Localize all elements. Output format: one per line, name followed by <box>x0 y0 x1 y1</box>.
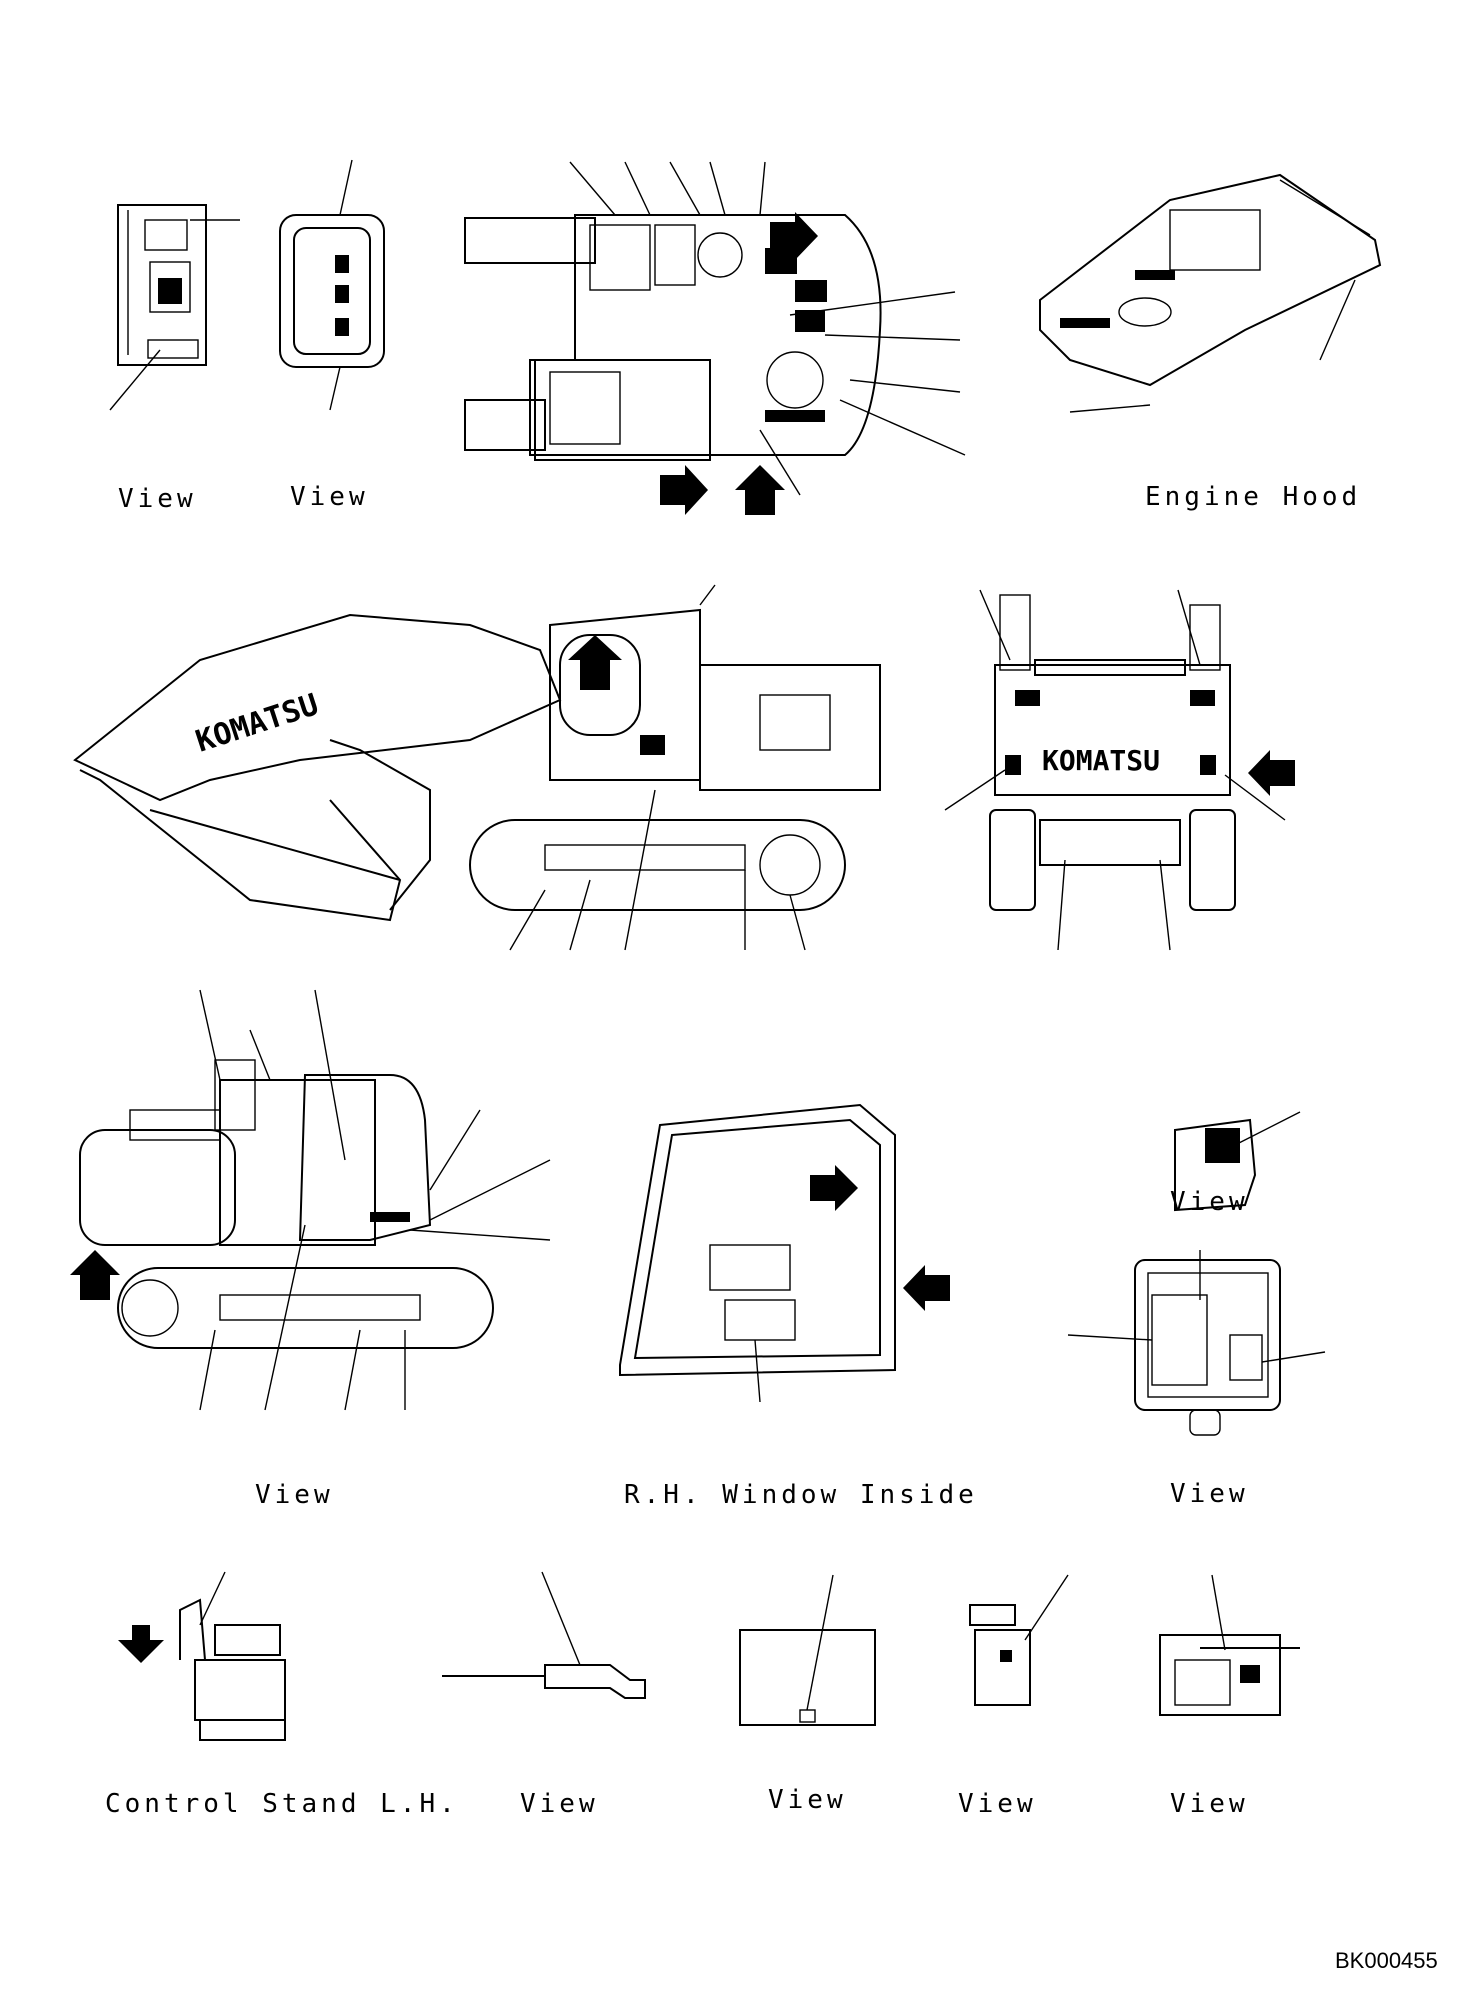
view-panel-assembly <box>969 1574 1069 1706</box>
excavator-left-view <box>70 989 551 1411</box>
control-stand-lh-view <box>118 1571 286 1741</box>
view-label-5: View <box>1170 1479 1249 1509</box>
view-label-7: View <box>768 1785 847 1815</box>
rh-window-inside-label: R.H. Window Inside <box>624 1480 978 1510</box>
view-label-3: View <box>255 1480 334 1510</box>
view-label-6: View <box>520 1789 599 1819</box>
view-label-4: View <box>1170 1187 1249 1217</box>
view-label-9: View <box>1170 1789 1249 1819</box>
view-label-1: View <box>118 484 197 514</box>
view-panel-mechanism <box>1159 1574 1300 1716</box>
excavator-side-view: KOMATSU <box>73 584 881 951</box>
view-panel-box <box>739 1574 876 1726</box>
engine-hood-view <box>1039 173 1382 413</box>
view-panel-lever <box>442 1571 646 1699</box>
view-label-2: View <box>290 482 369 512</box>
rh-window-inside-view <box>619 1103 950 1403</box>
view-panel-a <box>109 204 240 411</box>
control-stand-lh-label: Control Stand L.H. <box>105 1789 459 1819</box>
engine-hood-label: Engine Hood <box>1145 482 1361 512</box>
drawing-code: BK000455 <box>1335 1948 1438 1973</box>
cab-top-view <box>464 161 966 515</box>
excavator-rear-view: KOMATSU <box>944 589 1295 951</box>
view-panel-fusebox <box>1067 1250 1326 1436</box>
view-panel-b <box>279 159 385 411</box>
view-panel-plate <box>1174 1111 1301 1212</box>
view-label-8: View <box>958 1789 1037 1819</box>
rear-brand-text: KOMATSU <box>1042 744 1160 777</box>
side-brand-text: KOMATSU <box>192 687 323 759</box>
